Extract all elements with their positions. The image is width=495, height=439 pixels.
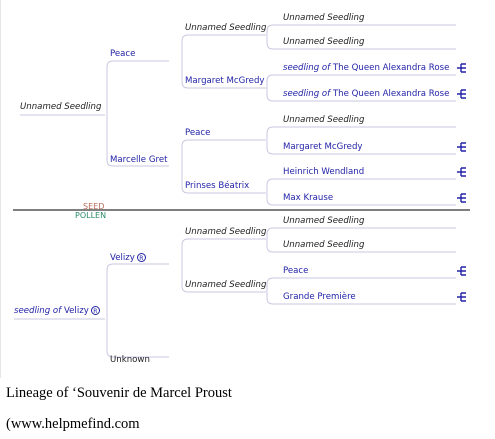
- connector-line: [181, 238, 266, 293]
- caption-line-1: Lineage of ‘Souvenir de Marcel Proust: [6, 385, 232, 401]
- root-pollen-name: Velizy: [63, 306, 89, 316]
- expand-tree-icon[interactable]: [456, 166, 468, 178]
- pollen-label: POLLEN: [75, 211, 107, 220]
- connector-line: [181, 34, 266, 89]
- velizy-label: Velizy: [110, 253, 135, 263]
- connector-line: [266, 24, 456, 50]
- node-queen-alexandra-1[interactable]: seedling of The Queen Alexandra Rose: [283, 63, 449, 74]
- connector-line: [266, 227, 456, 253]
- connector-line: [266, 126, 456, 155]
- node-unnamed-6[interactable]: Unnamed Seedling: [185, 280, 267, 290]
- queen-alexandra-label: The Queen Alexandra Rose: [332, 63, 450, 73]
- queen-alexandra-label: The Queen Alexandra Rose: [332, 89, 450, 99]
- registered-icon: R: [90, 306, 100, 315]
- node-queen-alexandra-2[interactable]: seedling of The Queen Alexandra Rose: [283, 89, 449, 100]
- connector-line: [266, 74, 456, 102]
- node-peace-3[interactable]: Peace: [283, 266, 309, 276]
- tree-connectors: [13, 24, 470, 358]
- seed-label: SEED: [83, 202, 105, 211]
- node-max-krause[interactable]: Max Krause: [283, 193, 334, 203]
- node-grande-premiere[interactable]: Grande Première: [283, 292, 356, 302]
- node-unnamed-1[interactable]: Unnamed Seedling: [185, 23, 267, 33]
- connector-line: [106, 263, 169, 358]
- expand-tree-icon[interactable]: [456, 192, 468, 204]
- node-unnamed-8[interactable]: Unnamed Seedling: [283, 240, 365, 250]
- node-margaret-mcgredy-1[interactable]: Margaret McGredy: [185, 76, 265, 86]
- expand-tree-icon[interactable]: [456, 141, 468, 153]
- connector-line: [266, 178, 456, 206]
- node-unnamed-5[interactable]: Unnamed Seedling: [185, 227, 267, 237]
- connector-line: [266, 277, 456, 305]
- seedling-of-label: seedling of: [14, 306, 62, 316]
- node-peace-1[interactable]: Peace: [110, 49, 136, 59]
- node-margaret-mcgredy-2[interactable]: Margaret McGredy: [283, 142, 363, 152]
- connector-line: [181, 139, 266, 194]
- node-heinrich-wendland[interactable]: Heinrich Wendland: [283, 167, 365, 177]
- expand-tree-icon[interactable]: [456, 265, 468, 277]
- node-unnamed-2[interactable]: Unnamed Seedling: [283, 13, 365, 23]
- node-peace-2[interactable]: Peace: [185, 128, 211, 138]
- expand-tree-icon[interactable]: [456, 62, 468, 74]
- node-unnamed-7[interactable]: Unnamed Seedling: [283, 216, 365, 226]
- expand-tree-icon[interactable]: [456, 291, 468, 303]
- root-seed-parent[interactable]: Unnamed Seedling: [20, 102, 102, 112]
- node-unknown[interactable]: Unknown: [110, 355, 150, 365]
- node-prinses-beatrix[interactable]: Prinses Béatrix: [185, 181, 250, 191]
- registered-icon: R: [136, 253, 146, 262]
- connector-line: [106, 60, 169, 167]
- node-unnamed-3[interactable]: Unnamed Seedling: [283, 37, 365, 47]
- seedling-of-label: seedling of: [283, 89, 331, 99]
- caption-line-2: (www.helpmefind.com: [6, 416, 140, 432]
- node-unnamed-4[interactable]: Unnamed Seedling: [283, 115, 365, 125]
- expand-tree-icon[interactable]: [456, 88, 468, 100]
- node-marcelle-gret[interactable]: Marcelle Gret: [110, 155, 168, 165]
- seedling-of-label: seedling of: [283, 63, 331, 73]
